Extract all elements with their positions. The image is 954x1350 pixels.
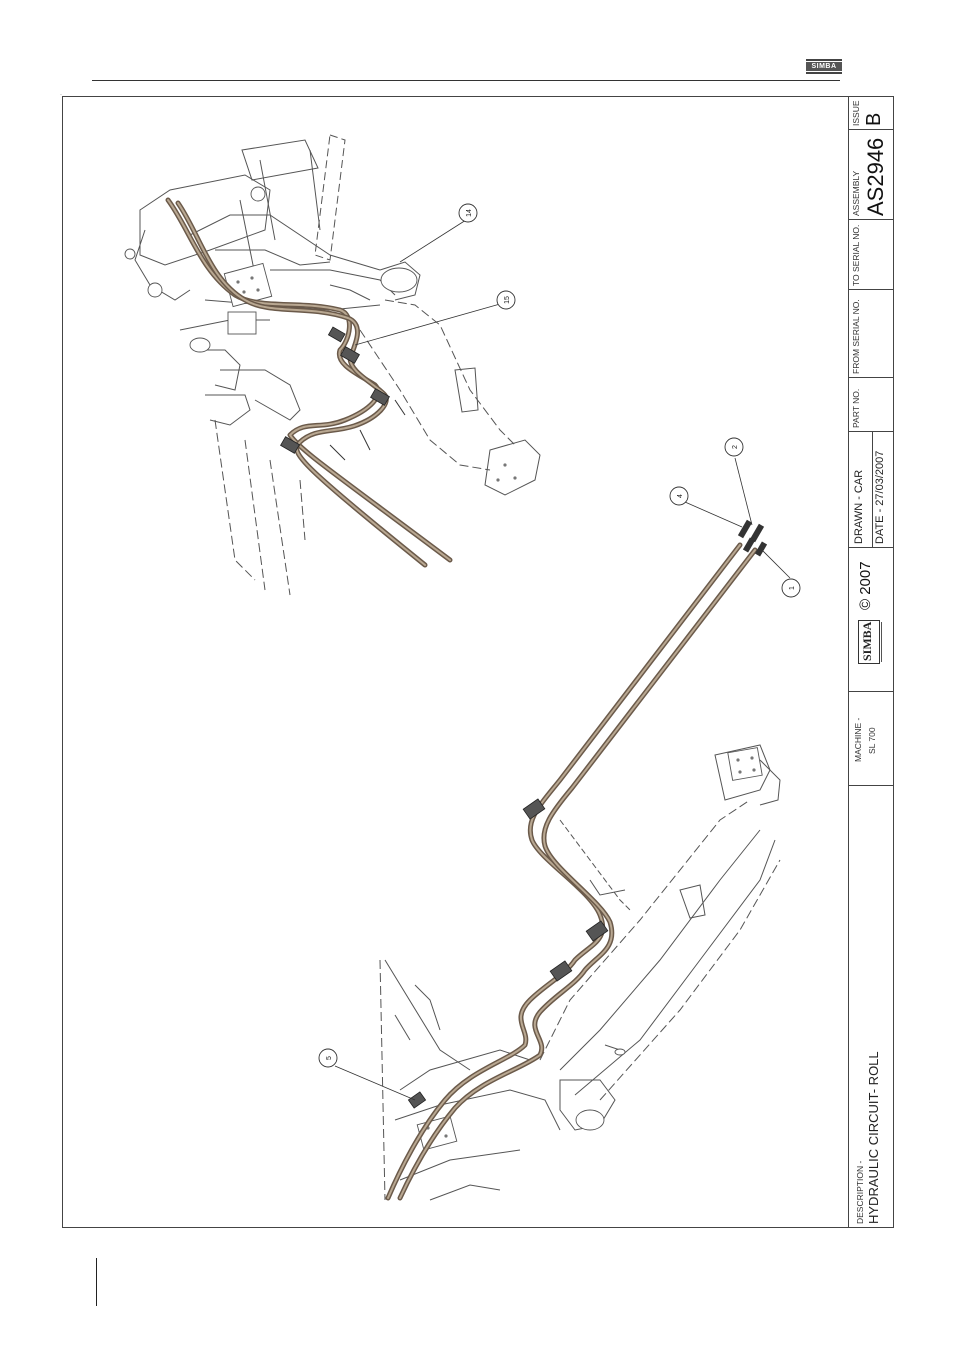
drawn-date: DATE - 27/03/2007	[874, 451, 886, 544]
upper-frame	[135, 135, 540, 595]
description-cell: DESCRIPTION - HYDRAULIC CIRCUIT- ROLL	[848, 786, 894, 1228]
title-block: ISSUE B ASSEMBLY AS2946 TO SERIAL NO. FR…	[848, 96, 894, 1228]
callout-4-label: 4	[677, 494, 684, 498]
issue-cell: ISSUE B	[848, 96, 894, 130]
callout-15-label: 15	[504, 296, 511, 304]
assembly-number: AS2946	[863, 138, 889, 216]
machine-value: SL 700	[867, 727, 877, 754]
assembly-cell: ASSEMBLY AS2946	[848, 130, 894, 220]
brand-cell: © 2007 SIMBA	[848, 548, 894, 692]
callout-1-label: 1	[789, 586, 796, 590]
callout-2-label: 2	[732, 445, 739, 449]
logo-ornament	[881, 622, 888, 662]
drawn-date-cell: DRAWN - CAR DATE - 27/03/2007	[848, 432, 894, 548]
part-no-label: PART NO.	[851, 389, 861, 428]
part-no-cell: PART NO.	[848, 378, 894, 432]
description-label: DESCRIPTION -	[855, 1161, 865, 1224]
lower-hoses	[388, 545, 755, 1198]
copyright-text: © 2007	[857, 561, 874, 610]
upper-hoses	[168, 200, 450, 565]
machine-cell: MACHINE - SL 700	[848, 692, 894, 786]
simba-brand-text: SIMBA	[860, 622, 875, 661]
drawn-by: DRAWN - CAR	[853, 470, 865, 544]
callout-5-label: 5	[326, 1056, 333, 1060]
assembly-label: ASSEMBLY	[851, 171, 861, 216]
from-serial-label: FROM SERIAL NO.	[851, 299, 861, 374]
to-serial-cell: TO SERIAL NO.	[848, 220, 894, 290]
issue-value: B	[863, 113, 886, 126]
to-serial-label: TO SERIAL NO.	[851, 225, 861, 286]
callout-14-label: 14	[466, 209, 473, 217]
machine-label: MACHINE -	[853, 718, 863, 762]
description-text: HYDRAULIC CIRCUIT- ROLL	[866, 1051, 881, 1224]
simba-brand-logo: SIMBA	[858, 620, 880, 664]
from-serial-cell: FROM SERIAL NO.	[848, 290, 894, 378]
issue-label: ISSUE	[851, 100, 861, 126]
